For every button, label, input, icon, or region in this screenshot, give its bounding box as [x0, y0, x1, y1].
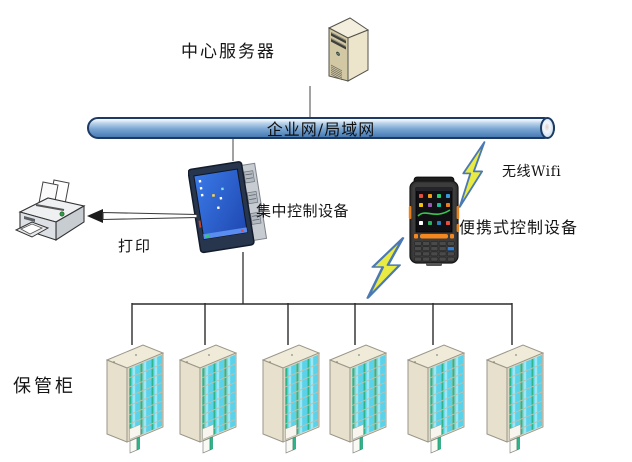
storage-cabinet-icon — [106, 344, 164, 454]
wifi-lightning-icon — [458, 141, 486, 208]
storage-cabinet-icon — [179, 344, 237, 454]
central-server-label: 中心服务器 — [181, 42, 276, 62]
pipe-end-cap — [540, 117, 555, 139]
storage-cabinet-icon — [262, 344, 320, 454]
server-tower-icon — [327, 17, 370, 82]
printer-icon — [14, 179, 86, 242]
network-pipe: 企业网/局域网 — [87, 117, 555, 139]
touch-panel-monitor-icon — [188, 161, 268, 254]
print-arrow-icon — [87, 209, 198, 223]
central-control-label: 集中控制设备 — [256, 202, 350, 220]
storage-cabinet-icon — [329, 344, 387, 454]
cabinet-label: 保管柜 — [13, 376, 76, 397]
wifi-lightning-icon-2 — [366, 237, 405, 299]
storage-cabinet-icon — [407, 344, 465, 454]
network-pipe-label: 企业网/局域网 — [266, 120, 376, 139]
handheld-terminal-icon — [408, 176, 460, 266]
print-label: 打印 — [118, 237, 153, 255]
storage-cabinet-icon — [486, 344, 544, 454]
wifi-label: 无线Wifi — [502, 164, 562, 180]
portable-control-label: 便携式控制设备 — [459, 218, 579, 237]
